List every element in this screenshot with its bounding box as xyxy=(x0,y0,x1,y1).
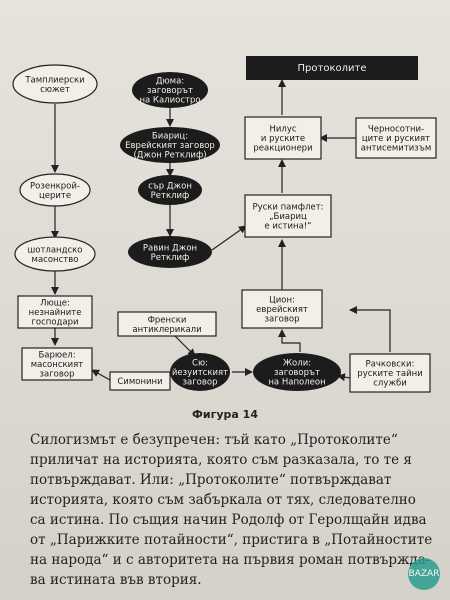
arrow-rachkovsky-joly xyxy=(337,373,351,382)
node-simonini-label: Симонини xyxy=(117,377,162,387)
arrow-rachkovsky-cyon xyxy=(349,306,391,352)
node-sir-shape xyxy=(138,175,202,205)
paragraph-line: са истина. По същия начин Родолф от Геро… xyxy=(30,512,427,528)
paragraph-line: на народа“ и с авторитета на първия рома… xyxy=(30,552,431,568)
paragraph-line: приличат на историята, която съм разказа… xyxy=(30,452,412,468)
arrow-simonini-barruel xyxy=(91,369,111,381)
node-rabbi-label: Равин Джон xyxy=(143,243,197,253)
node-sir-label: сър Джон xyxy=(148,181,192,191)
paragraph-line: ва истината във втория. xyxy=(30,572,202,588)
node-sue-shape xyxy=(170,353,230,391)
node-pamphlet-label: Руски памфлет: xyxy=(252,203,323,213)
node-biarritz-label: (Джон Ретклиф) xyxy=(133,151,206,161)
node-anticlerical-shape xyxy=(117,311,217,337)
node-protocols-label: Протоколите xyxy=(298,63,367,74)
node-simonini-shape xyxy=(109,371,171,391)
node-sue-label: йезуитският xyxy=(172,368,228,378)
node-rabbi-shape xyxy=(128,236,212,268)
node-scottish-label: шотландско xyxy=(27,245,82,255)
node-dumas-label: заговорът xyxy=(147,86,193,96)
node-rosicrucians-shape xyxy=(19,173,91,207)
node-cyon-shape xyxy=(241,289,323,329)
node-rachkovsky-label: служби xyxy=(373,379,407,389)
node-unknown-label: Люще: xyxy=(40,299,70,309)
body-paragraph: Силогизмът е безупречен: тъй като „Прото… xyxy=(30,430,433,590)
node-blackhundreds-shape xyxy=(355,117,437,159)
paragraph-line: потвърждават. Или: „Протоколите“ потвърж… xyxy=(30,472,392,488)
node-barruel-shape xyxy=(21,347,93,381)
node-pamphlet-label: „Биариц xyxy=(269,212,307,222)
node-joly-label: на Наполеон xyxy=(268,378,325,388)
paragraph-line: Силогизмът е безупречен: тъй като „Прото… xyxy=(30,432,398,448)
node-unknown-label: незнайните xyxy=(29,308,82,318)
node-barruel-label: заговор xyxy=(39,370,74,380)
node-cyon-label: Цион: xyxy=(269,296,295,306)
node-scottish-label: масонство xyxy=(32,255,79,265)
node-protocols-shape xyxy=(246,56,418,80)
node-joly-label: Жоли: xyxy=(283,359,311,369)
arrow-anticlerical-sue xyxy=(174,335,196,357)
node-sir-label: Ретклиф xyxy=(151,191,190,201)
node-rosicrucians-label: церите xyxy=(39,191,71,201)
node-anticlerical-label: Френски xyxy=(148,315,187,325)
node-nilus-label: реакционери xyxy=(253,144,312,154)
node-nilus-label: Нилус xyxy=(269,125,296,135)
node-blackhundreds-label: ците и руският xyxy=(362,134,430,144)
node-pamphlet-shape xyxy=(244,194,332,238)
node-blackhundreds-label: Черносотни- xyxy=(368,125,424,135)
node-rabbi-label: Ретклиф xyxy=(151,253,190,263)
node-blackhundreds-label: антисемитизъм xyxy=(361,144,432,154)
paragraph-line: от „Парижките потайности“, пристига в „П… xyxy=(30,532,433,548)
node-templars-shape xyxy=(12,64,98,104)
node-rosicrucians-label: Розенкрой- xyxy=(30,181,80,191)
node-rachkovsky-label: Рачковски: xyxy=(366,360,415,370)
arrow-rabbi-pamphlet xyxy=(211,225,247,251)
node-scottish-shape xyxy=(14,236,96,272)
figure-caption: Фигура 14 xyxy=(192,408,258,421)
node-nilus-label: и руските xyxy=(261,134,305,144)
node-templars-label: Тамплиерски xyxy=(24,75,84,85)
node-biarritz-label: Еврейският заговор xyxy=(125,141,215,151)
arrow-joly-cyon xyxy=(278,329,301,352)
node-rachkovsky-label: руските тайни xyxy=(357,369,422,379)
node-sue-label: Сю: xyxy=(192,359,208,369)
connectors xyxy=(51,79,391,382)
node-biarritz-shape xyxy=(120,127,220,163)
node-dumas-shape xyxy=(132,72,208,108)
node-unknown-shape xyxy=(17,295,93,329)
node-barruel-label: масонският xyxy=(31,360,83,370)
node-sue-label: заговор xyxy=(182,378,217,388)
node-pamphlet-label: е истина!“ xyxy=(264,222,311,232)
node-cyon-label: еврейският xyxy=(256,305,308,315)
node-nilus-shape xyxy=(244,116,322,160)
node-cyon-label: заговор xyxy=(264,315,299,325)
node-unknown-label: господари xyxy=(31,318,78,328)
node-joly-shape xyxy=(253,353,341,391)
node-barruel-label: Барюел: xyxy=(38,351,75,361)
node-anticlerical-label: антиклерикали xyxy=(132,325,201,335)
node-dumas-label: Дюма: xyxy=(156,77,184,87)
paragraph-line: историята, която съм забъркала от тях, с… xyxy=(30,492,416,508)
watermark-logo: BAZAR xyxy=(408,558,440,590)
node-rachkovsky-shape xyxy=(349,353,431,393)
node-biarritz-label: Биариц: xyxy=(152,132,188,142)
node-joly-label: заговорът xyxy=(274,368,320,378)
node-dumas-label: на Калиостро xyxy=(139,96,200,106)
node-templars-label: сюжет xyxy=(40,85,70,95)
